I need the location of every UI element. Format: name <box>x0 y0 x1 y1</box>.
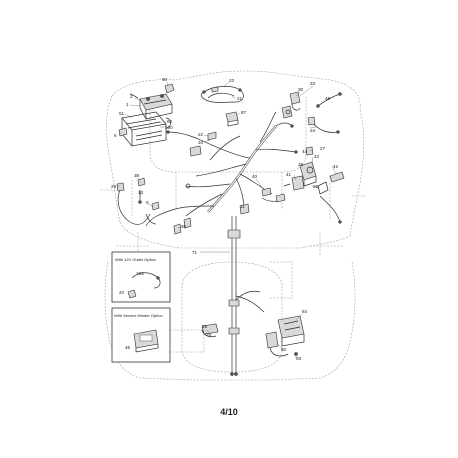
callout-71: 71 <box>192 250 198 255</box>
part-90-clip <box>164 83 175 94</box>
part-87-relay <box>225 111 239 127</box>
callout-labels: 90 23 2 1 51 60 100 21 87 33 30 6 48 22 … <box>111 77 339 361</box>
callout-33: 33 <box>310 81 316 86</box>
callout-2: 2 <box>130 94 133 99</box>
callout-82: 82 <box>281 347 287 352</box>
main-wire-harness <box>145 111 298 227</box>
callout-87: 87 <box>241 110 247 115</box>
part-22-connectors <box>189 131 217 157</box>
tractor-outline <box>100 70 366 381</box>
left-hardware <box>137 177 192 235</box>
inset-callout-103: 103 <box>136 271 144 276</box>
callout-42: 42 <box>333 164 339 169</box>
inset-service-minder-title: With Service Minder Option <box>114 313 163 318</box>
inset-callout-20: 20 <box>119 290 125 295</box>
part-41-module <box>283 171 345 195</box>
rear-wire-harness <box>227 203 265 376</box>
callout-34: 34 <box>198 140 204 145</box>
callout-40: 40 <box>252 174 258 179</box>
callout-41: 41 <box>286 172 292 177</box>
part-84-module <box>265 315 305 357</box>
inset-callout-46: 46 <box>125 345 131 350</box>
callout-84: 84 <box>302 309 308 314</box>
callout-100: 100 <box>165 125 173 130</box>
part-29-cable <box>116 182 151 225</box>
callout-10: 10 <box>138 190 144 195</box>
inset-12v-outlet: With 12V Outlet Option 103 20 <box>111 251 171 303</box>
callout-29-left: 29 <box>111 184 117 189</box>
part-43-ignition-switch <box>299 146 317 187</box>
inset-12v-outlet-title: With 12V Outlet Option <box>115 257 156 262</box>
callout-30: 30 <box>298 87 304 92</box>
part-28-clip <box>201 323 219 338</box>
callout-9: 9 <box>146 200 149 205</box>
callout-28: 28 <box>202 324 208 329</box>
callout-35: 35 <box>181 224 187 229</box>
callout-48: 48 <box>325 96 331 101</box>
callout-60: 60 <box>167 119 173 124</box>
callout-leaders <box>118 81 337 358</box>
callout-21: 21 <box>237 96 243 101</box>
inset-service-minder: With Service Minder Option 46 <box>111 307 171 363</box>
callout-6: 6 <box>114 133 117 138</box>
callout-43: 43 <box>314 154 320 159</box>
callout-24: 24 <box>310 128 316 133</box>
callout-22: 22 <box>198 132 204 137</box>
callout-51: 51 <box>119 111 125 116</box>
part-30-switch <box>281 91 301 119</box>
callout-11: 11 <box>240 204 245 209</box>
callout-23: 23 <box>229 78 235 83</box>
callout-25: 25 <box>313 184 319 189</box>
callout-29-bottom: 29 <box>206 332 212 337</box>
callout-90: 90 <box>162 77 168 82</box>
callout-1: 1 <box>126 102 129 107</box>
part-48-cable <box>316 92 342 108</box>
part-right-cable <box>319 195 342 224</box>
part-40-connector <box>261 187 286 203</box>
callout-27: 27 <box>320 146 326 151</box>
part-24-cable <box>307 116 340 134</box>
battery-assembly <box>118 93 173 147</box>
callout-93: 93 <box>296 356 302 361</box>
callout-44: 44 <box>302 149 308 154</box>
part-23-cable <box>200 86 244 103</box>
page-number: 4/10 <box>220 407 238 417</box>
callout-38: 38 <box>134 173 140 178</box>
callout-26: 26 <box>298 162 304 167</box>
